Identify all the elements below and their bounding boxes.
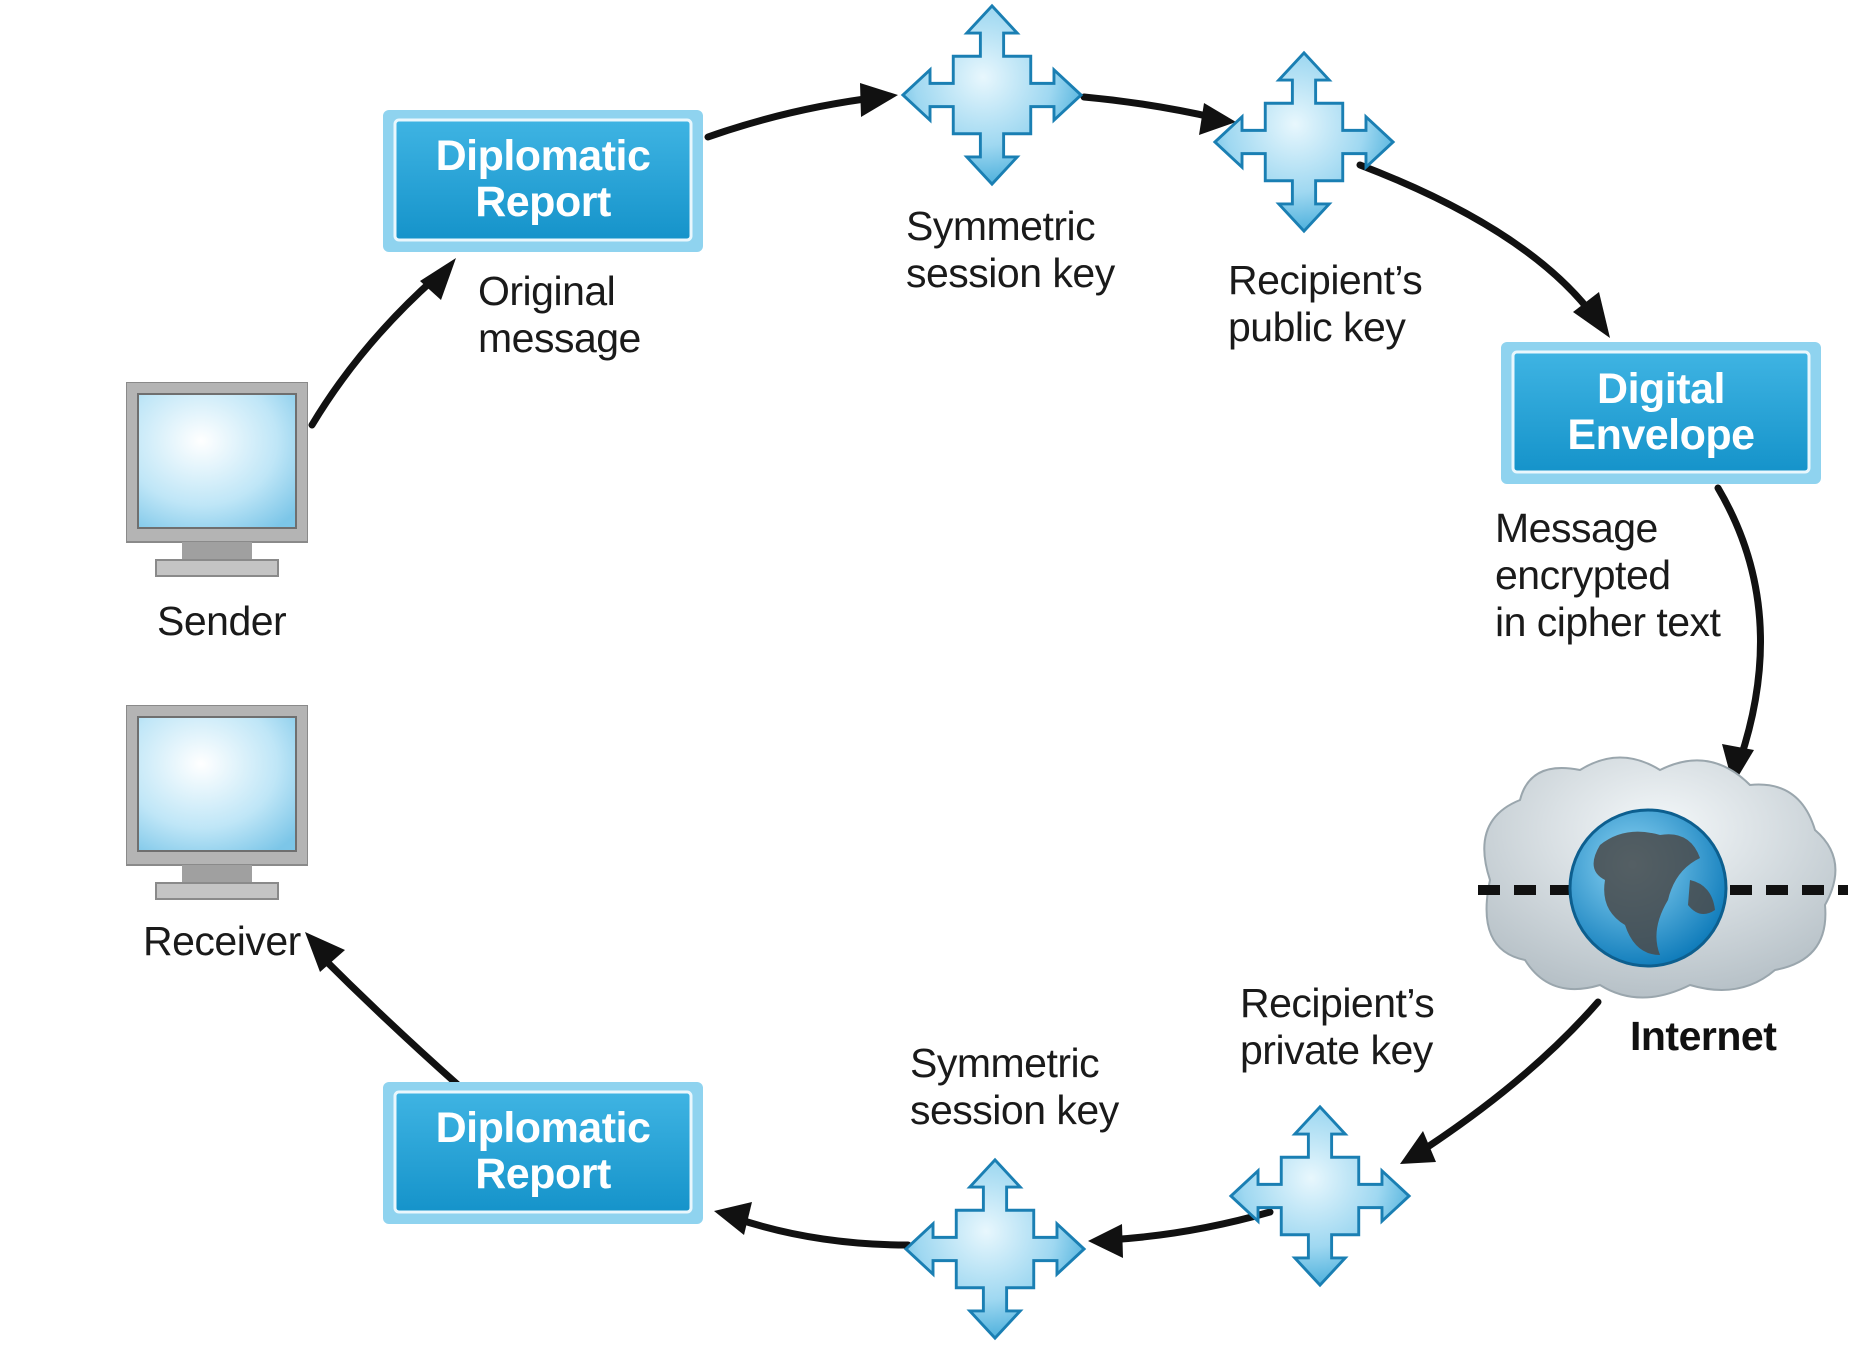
private-key-icon	[1229, 1105, 1411, 1287]
arrow-public-key-to-envelope	[1356, 161, 1599, 322]
symmetric-key-bottom-icon	[904, 1158, 1086, 1340]
arrow-report-to-receiver	[316, 951, 462, 1089]
encrypted-message-label: Message encrypted in cipher text	[1495, 505, 1721, 645]
arrowhead	[1088, 1224, 1123, 1258]
envelope-box	[1501, 342, 1821, 484]
arrow-internet-to-private-key	[1416, 998, 1602, 1156]
report-bottom-box	[383, 1082, 703, 1224]
symmetric-key-top-icon	[901, 4, 1083, 186]
arrow-session-key-to-report	[731, 1214, 912, 1249]
arrowhead	[420, 258, 456, 300]
arrow-sender-to-report	[308, 274, 439, 429]
receiver-label: Receiver	[143, 918, 301, 964]
private-key-label: Recipient’s private key	[1240, 980, 1435, 1073]
session-key-bottom-label: Symmetric session key	[910, 1040, 1119, 1133]
arrow-session-key-to-public-key	[1080, 93, 1220, 122]
arrowhead	[1573, 292, 1610, 338]
sender-monitor-icon	[126, 382, 308, 577]
public-key-icon	[1213, 51, 1395, 233]
arrowhead	[860, 83, 898, 117]
arrowhead	[1722, 744, 1754, 785]
internet-globe-cloud-icon	[1478, 756, 1848, 999]
original-message-label: Original message	[478, 268, 641, 361]
public-key-label: Recipient’s public key	[1228, 257, 1423, 350]
receiver-monitor-icon	[126, 705, 308, 900]
arrow-envelope-to-internet	[1714, 484, 1764, 764]
arrow-private-key-to-session-key	[1104, 1208, 1274, 1244]
report-top-title: Diplomatic Report	[435, 132, 651, 226]
arrowhead	[1199, 103, 1236, 135]
sender-label: Sender	[157, 598, 287, 644]
arrow-report-to-session-key	[704, 93, 884, 141]
report-bottom-title: Diplomatic Report	[435, 1104, 651, 1198]
arrowhead	[1400, 1131, 1436, 1164]
arrowhead	[714, 1202, 752, 1235]
report-top-box	[383, 110, 703, 252]
envelope-title: Digital Envelope	[1567, 365, 1755, 459]
session-key-top-label: Symmetric session key	[906, 203, 1115, 296]
internet-label: Internet	[1630, 1013, 1777, 1059]
arrowhead	[305, 932, 345, 972]
